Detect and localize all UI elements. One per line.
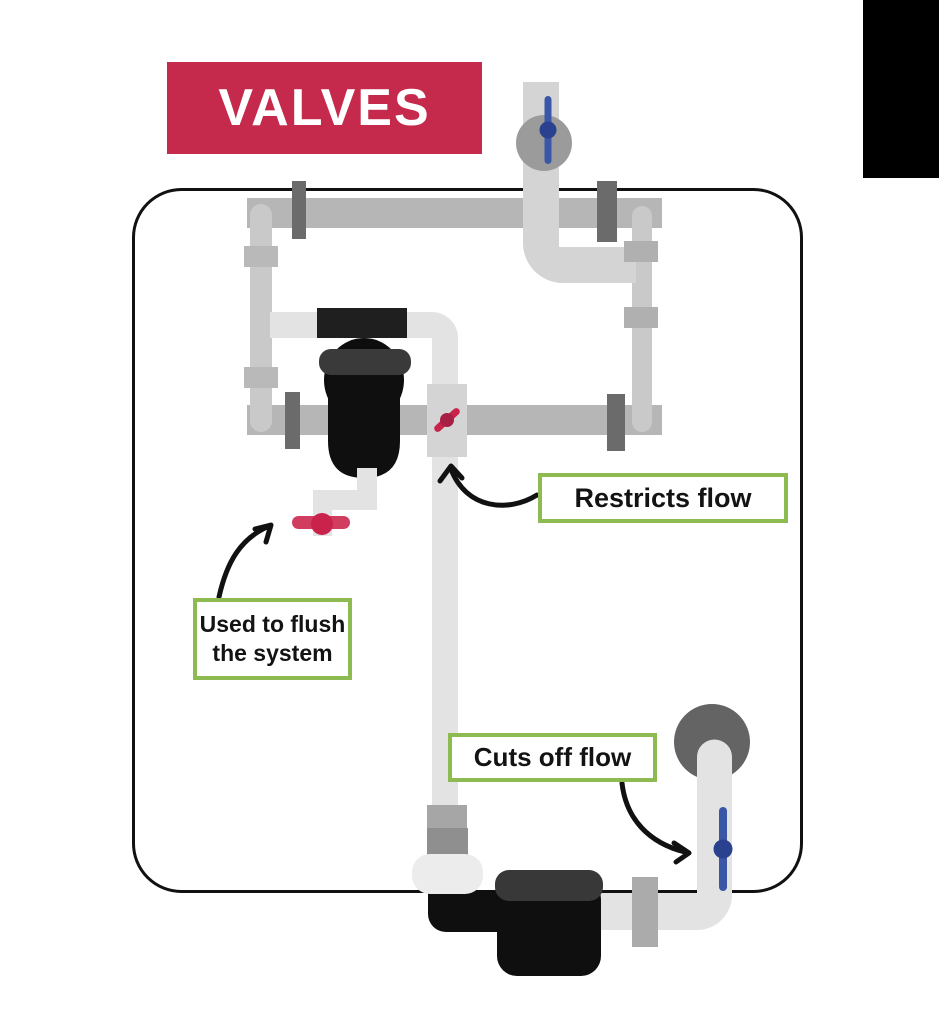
clamp-top-left [292,181,306,239]
inlet-pipe-from-top [523,82,636,283]
callout-cuts-off-flow: Cuts off flow [448,733,657,782]
arrow-to-restrictor-valve [448,466,540,508]
clamp-mid-right [607,394,625,451]
black-corner-rectangle [863,0,939,178]
callout-restricts-flow: Restricts flow [538,473,788,523]
callout-cuts-text: Cuts off flow [473,742,632,772]
top-horizontal-pipe [247,198,662,228]
restrictor-handle-knob-icon [440,413,454,427]
callout-flush-text: Used to flush the system [199,611,346,666]
clamp-top-right [597,181,617,242]
central-pipe-coupling-lower [427,828,468,857]
bottom-pipe-clamp [632,877,658,947]
top-valve-knob-icon [539,121,557,139]
pump-body [497,879,601,976]
pump-union-collar [412,854,483,894]
right-pipe-collar-lower [624,307,658,328]
right-pipe-collar-upper [624,241,658,262]
arrowhead-shutoff-icon [671,840,692,865]
callout-restricts-text: Restricts flow [574,482,752,513]
pump-cap [495,870,603,901]
filter-band [319,349,411,375]
pump-inlet [428,890,512,932]
shutoff-valve-knob-icon [713,839,733,859]
central-pipe-coupling-upper [427,805,467,828]
flush-valve-knob-icon [311,513,333,535]
left-vertical-pipe [250,204,272,432]
filter-body [328,350,400,478]
top-valve-body [516,115,572,171]
clamp-mid-left [285,392,300,449]
left-pipe-collar-upper [244,246,278,267]
left-pipe-collar-lower [244,367,278,388]
title-text: VALVES [218,79,431,137]
callout-flush-system: Used to flush the system [193,598,352,680]
title-banner: VALVES [167,62,482,154]
arrow-to-flush-valve [216,524,270,600]
filter-cap [317,308,407,338]
restrictor-valve-handle [434,408,460,432]
arrow-to-shutoff-valve [619,780,688,855]
arrowhead-flush-icon [252,522,274,545]
arrowhead-restrictor-icon [437,463,465,484]
